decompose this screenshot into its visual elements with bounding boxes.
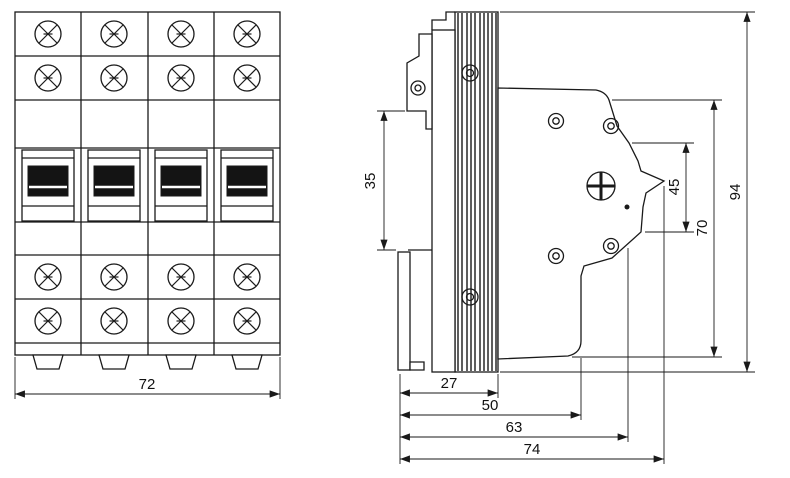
front-view: 72 <box>14 11 281 399</box>
toggle-module-4 <box>220 149 274 222</box>
rivet-holes-back <box>461 64 479 306</box>
side-view: 35 45 70 94 27 <box>362 11 755 464</box>
center-screw <box>586 171 616 201</box>
flange-hole <box>410 80 426 96</box>
side-face-strip <box>431 29 456 373</box>
toggle-handles <box>21 149 274 222</box>
section-lines <box>15 55 280 344</box>
mounting-flange <box>406 33 433 130</box>
dim-label-72: 72 <box>139 376 156 393</box>
toggle-module-2 <box>87 149 141 222</box>
dimension-27: 27 <box>399 374 499 464</box>
dim-label-35: 35 <box>362 173 379 190</box>
housing-ribs <box>454 11 499 373</box>
toggle-module-3 <box>154 149 208 222</box>
dimension-45: 45 <box>632 142 694 233</box>
dimension-width-72: 72 <box>14 357 281 399</box>
dim-label-63: 63 <box>506 419 523 436</box>
dimension-50: 50 <box>399 358 582 420</box>
dim-label-45: 45 <box>666 179 683 196</box>
dimension-63: 63 <box>399 248 629 442</box>
front-profile <box>497 87 666 360</box>
dimension-74: 74 <box>399 186 665 464</box>
dim-label-74: 74 <box>524 441 541 458</box>
dimension-94: 94 <box>500 11 755 373</box>
pin-dot <box>624 204 630 210</box>
dim-label-94: 94 <box>727 184 744 201</box>
dimension-35: 35 <box>362 110 405 251</box>
din-clip <box>397 249 432 371</box>
module-dividers <box>80 12 215 355</box>
top-step <box>431 11 455 30</box>
rivet-holes-front <box>547 112 620 265</box>
dim-label-27: 27 <box>441 375 458 392</box>
dim-label-50: 50 <box>482 397 499 414</box>
bottom-tabs <box>32 354 263 370</box>
dim-label-70: 70 <box>694 220 711 237</box>
dimension-70: 70 <box>572 99 722 358</box>
toggle-module-1 <box>21 149 75 222</box>
